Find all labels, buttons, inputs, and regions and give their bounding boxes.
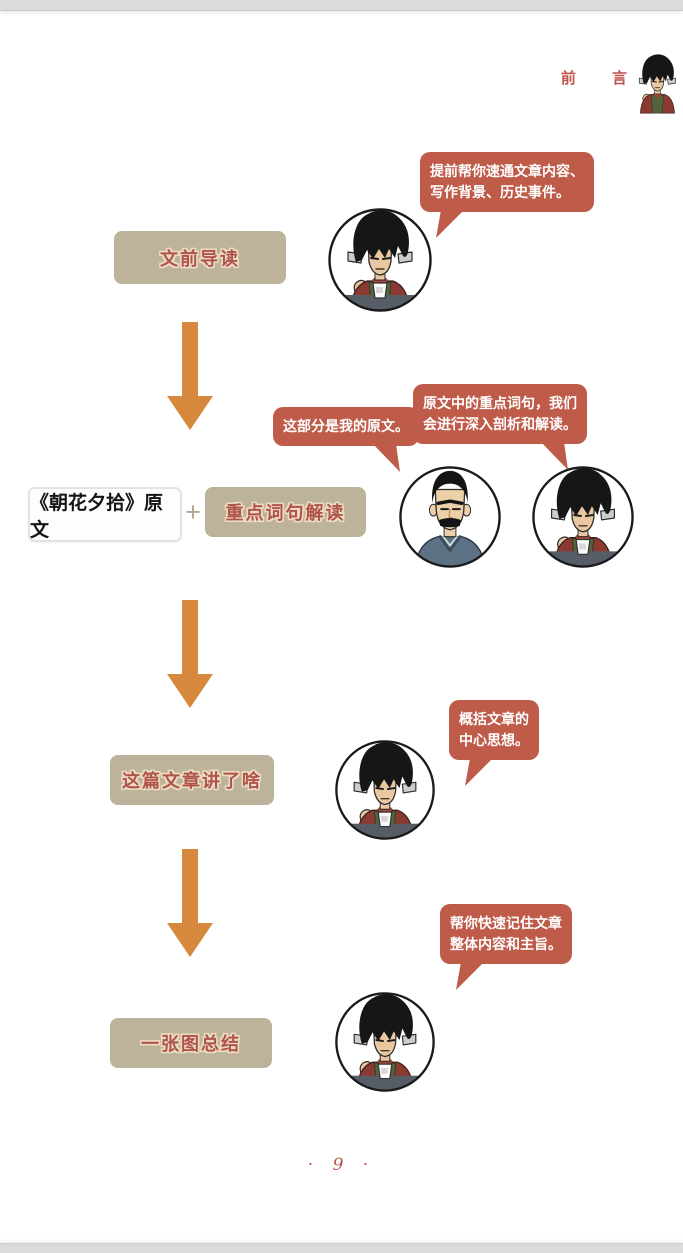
box-pre-reading: 文前导读 [114, 231, 286, 284]
speech-bubble-pre-reading: 提前帮你速通文章内容、 写作背景、历史事件。 [420, 152, 594, 238]
down-arrow-icon [167, 322, 213, 430]
speech-bubble-text: 帮你快速记住文章 整体内容和主旨。 [450, 915, 562, 952]
luxun-avatar [399, 466, 501, 568]
bubble-tail-icon [465, 758, 491, 786]
preface-label: 前 言 [560, 69, 643, 87]
box-one-chart-summary: 一张图总结 [110, 1018, 272, 1068]
bubble-tail-icon [541, 442, 568, 470]
speech-bubble-original-text: 这部分是我的原文。 [273, 407, 419, 472]
box-original-text: 《朝花夕拾》原文 [28, 487, 182, 542]
box-article-summary: 这篇文章讲了啥 [110, 755, 274, 805]
speech-bubble-text: 原文中的重点词句，我们 会进行深入剖析和解读。 [423, 395, 577, 432]
page-strip-bottom [0, 1243, 683, 1253]
bubble-tail-icon [456, 962, 482, 990]
boy-avatar [328, 208, 432, 312]
page-number: · 9 · [307, 1155, 376, 1175]
speech-bubble-one-chart: 帮你快速记住文章 整体内容和主旨。 [440, 904, 572, 990]
boy-avatar [532, 466, 634, 568]
box-key-words: 重点词句解读 [205, 487, 366, 537]
speech-bubble-text: 提前帮你速通文章内容、 写作背景、历史事件。 [430, 163, 584, 200]
down-arrow-icon [167, 849, 213, 957]
speech-bubble-main-idea: 概括文章的 中心思想。 [449, 700, 539, 786]
bubble-tail-icon [373, 444, 400, 472]
boy-avatar [335, 740, 435, 840]
bubble-tail-icon [436, 210, 462, 238]
plus-icon: + [185, 497, 201, 527]
page-strip-top [0, 0, 683, 11]
speech-bubble-key-words: 原文中的重点词句，我们 会进行深入剖析和解读。 [413, 384, 587, 470]
speech-bubble-text: 概括文章的 中心思想。 [459, 711, 529, 748]
page-header: 前 言 [561, 50, 679, 114]
boy-avatar-mini-icon [638, 53, 677, 114]
boy-avatar [335, 992, 435, 1092]
speech-bubble-text: 这部分是我的原文。 [283, 418, 409, 434]
down-arrow-icon [167, 600, 213, 708]
